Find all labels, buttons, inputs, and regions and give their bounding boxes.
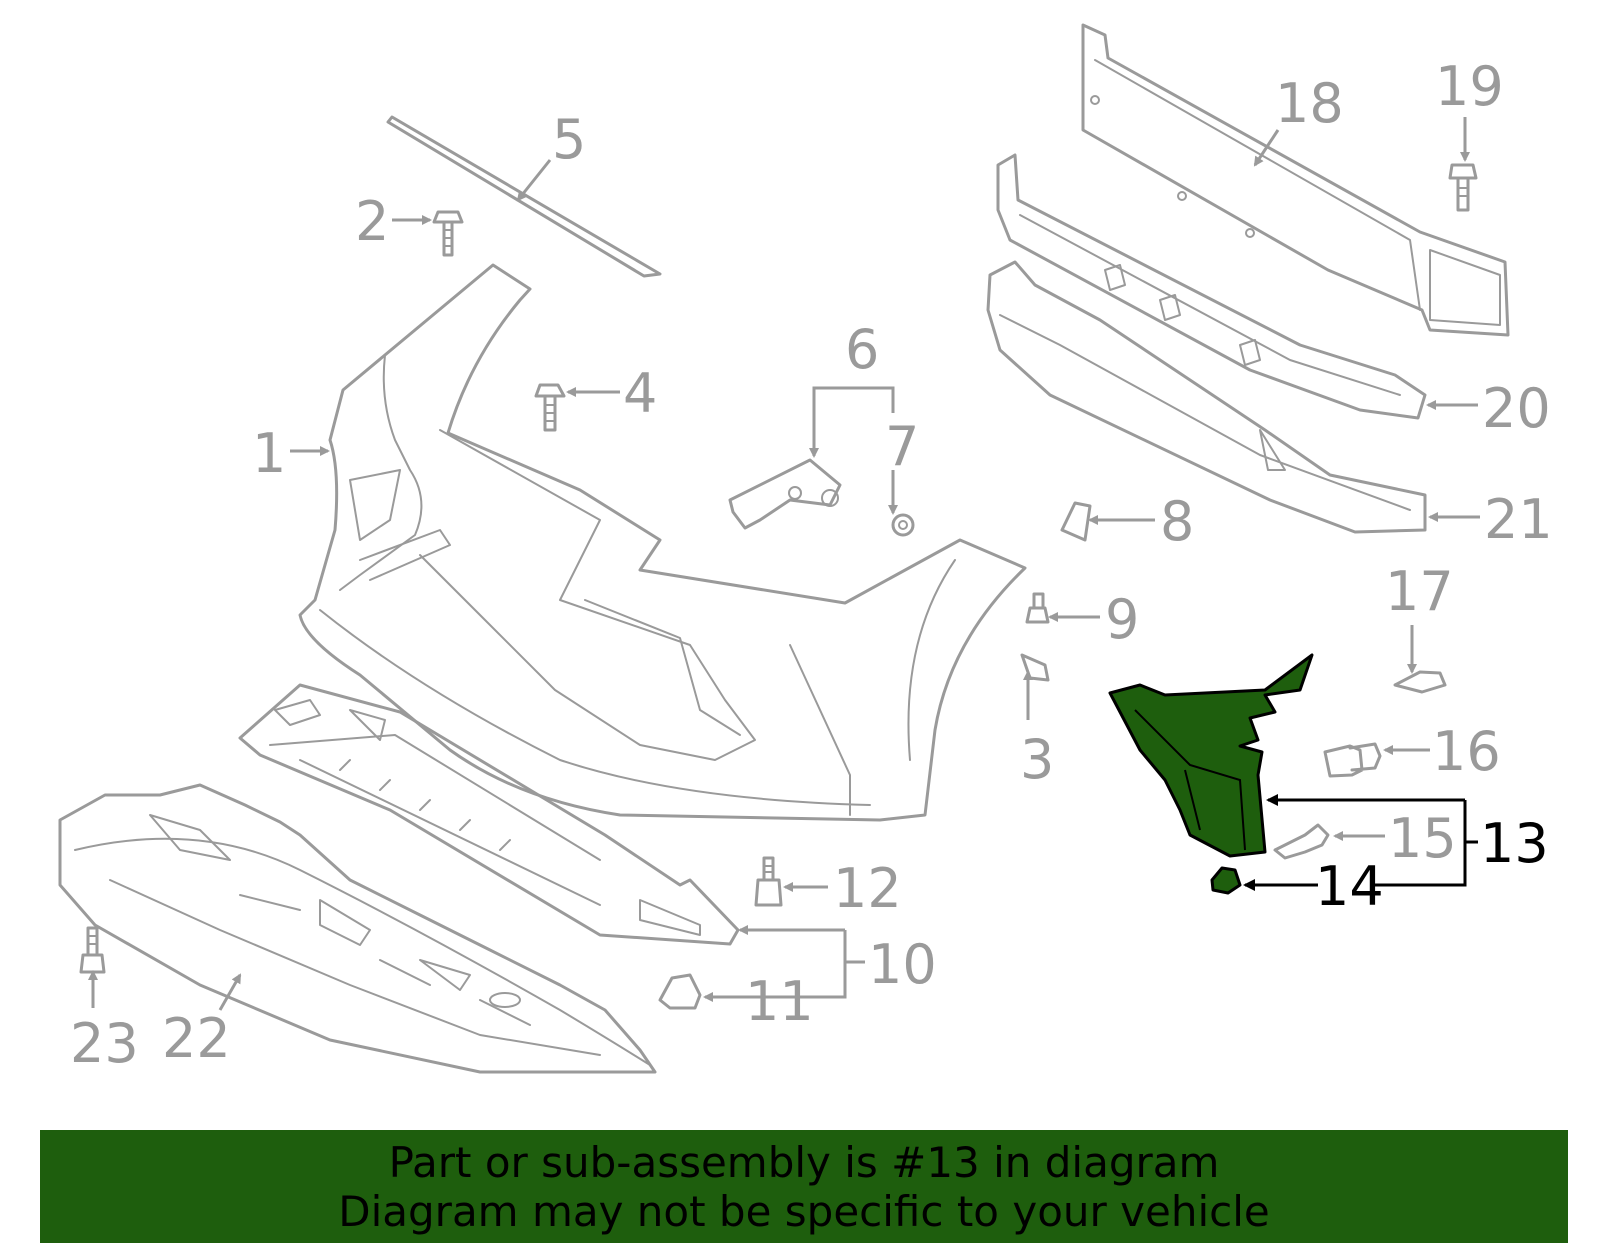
callout-11: 11 xyxy=(745,970,814,1033)
callout-21: 21 xyxy=(1484,488,1553,551)
part-15-clip[interactable] xyxy=(1273,823,1330,860)
callout-7: 7 xyxy=(885,415,919,478)
callout-1: 1 xyxy=(252,422,286,485)
part-9-bolt[interactable] xyxy=(1025,592,1050,624)
part-8-retainer[interactable] xyxy=(1060,501,1092,542)
callout-18: 18 xyxy=(1275,72,1344,135)
callout-2: 2 xyxy=(355,190,389,253)
callout-17: 17 xyxy=(1385,560,1454,623)
callout-20: 20 xyxy=(1482,377,1551,440)
part-21-absorber[interactable] xyxy=(986,260,1427,534)
callout-8: 8 xyxy=(1160,490,1194,553)
part-11-retainer[interactable] xyxy=(658,973,702,1010)
leader-lines-highlight xyxy=(1243,794,1478,891)
part-2-bolt[interactable] xyxy=(432,210,464,257)
part-19-bolt[interactable] xyxy=(1448,163,1478,212)
callout-10: 10 xyxy=(868,933,937,996)
callout-labels: 1 2 3 4 5 6 7 8 9 10 11 12 13 14 15 16 1… xyxy=(70,55,1553,1075)
callout-16: 16 xyxy=(1432,720,1501,783)
part-7-clip[interactable] xyxy=(891,513,915,537)
callout-9: 9 xyxy=(1105,588,1139,651)
callout-4: 4 xyxy=(623,362,657,425)
callout-15: 15 xyxy=(1388,807,1457,870)
callout-19: 19 xyxy=(1435,55,1504,118)
callout-14: 14 xyxy=(1315,855,1384,918)
leader-lines xyxy=(88,117,1480,1011)
part-1-bumper-cover[interactable] xyxy=(298,263,1027,822)
part-16-bolt[interactable] xyxy=(1323,742,1382,778)
part-10-lower-absorber[interactable] xyxy=(238,683,740,946)
part-12-bolt[interactable] xyxy=(754,856,783,907)
part-5-molding[interactable] xyxy=(386,115,662,278)
part-13-highlighted-bracket[interactable] xyxy=(1108,653,1314,858)
part-20-absorber[interactable] xyxy=(996,153,1427,420)
callout-6: 6 xyxy=(845,318,879,381)
banner-line-1: Part or sub-assembly is #13 in diagram xyxy=(388,1138,1220,1187)
part-17-clip[interactable] xyxy=(1393,670,1447,694)
part-23-bolt[interactable] xyxy=(79,926,106,974)
banner-line-2: Diagram may not be specific to your vehi… xyxy=(338,1187,1270,1236)
callout-3: 3 xyxy=(1020,728,1054,791)
info-banner: Part or sub-assembly is #13 in diagram D… xyxy=(40,1130,1568,1243)
part-18-reinforcement[interactable] xyxy=(1081,23,1510,337)
part-4-bolt[interactable] xyxy=(534,383,566,432)
callout-23: 23 xyxy=(70,1012,139,1075)
part-22-under-cover[interactable] xyxy=(58,783,657,1074)
callout-5: 5 xyxy=(552,108,586,171)
callout-13: 13 xyxy=(1480,812,1549,875)
callout-22: 22 xyxy=(162,1007,231,1070)
callout-12: 12 xyxy=(833,857,902,920)
part-3-clip[interactable] xyxy=(1020,653,1050,682)
part-14-nut[interactable] xyxy=(1210,866,1242,895)
part-6-bracket[interactable] xyxy=(728,458,842,530)
